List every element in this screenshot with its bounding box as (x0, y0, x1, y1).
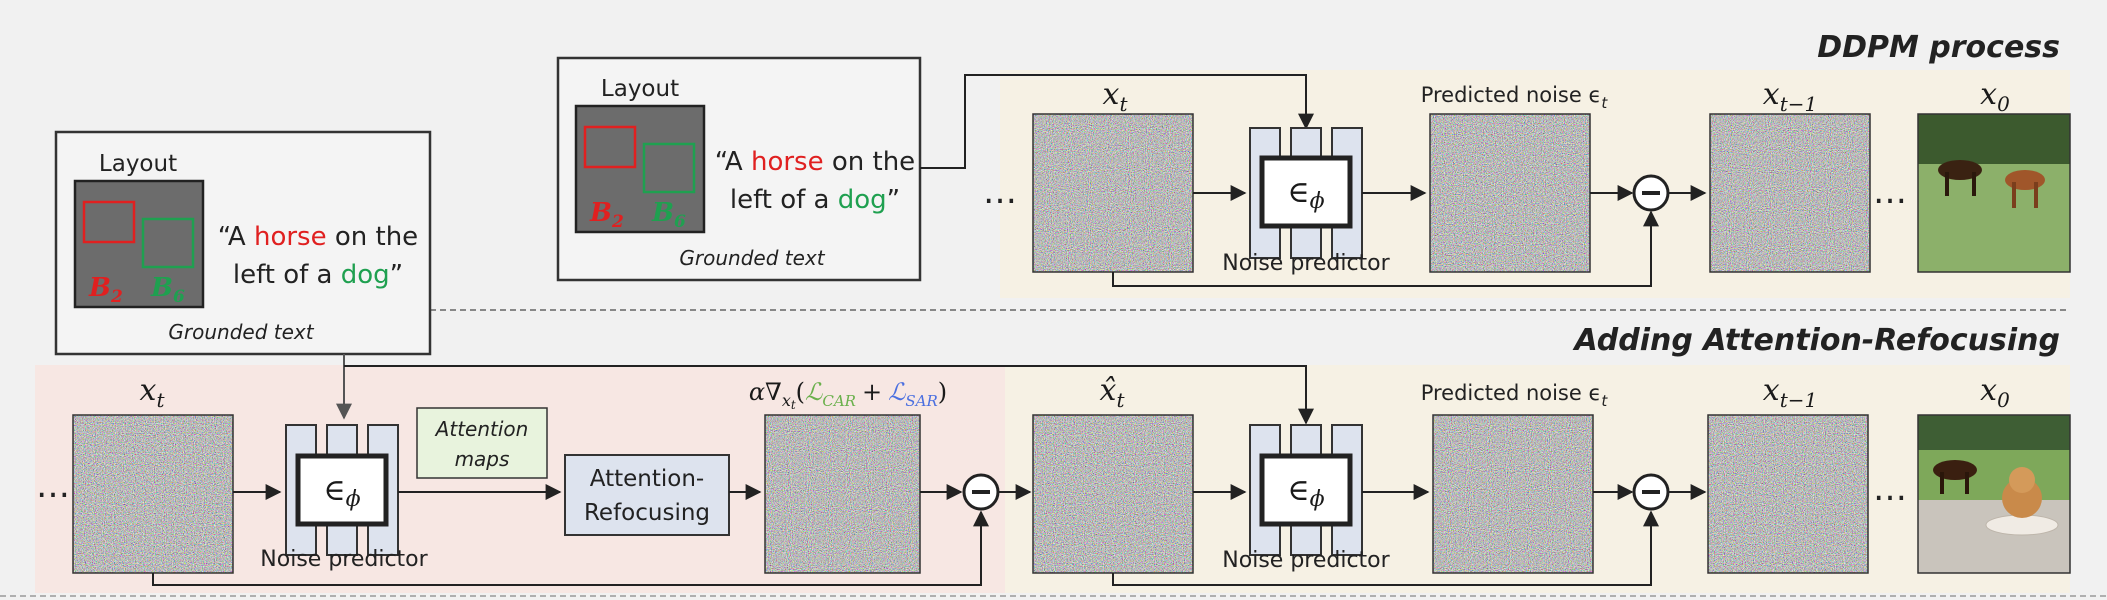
box-b2 (583, 125, 637, 169)
layout-label: Layout (99, 151, 177, 177)
dots-right-bottom: … (1873, 469, 1907, 509)
eps-phi-bottom-left: ∈ϕ (323, 473, 360, 512)
gradient-image (764, 414, 921, 574)
predicted-noise-image-top (1429, 113, 1591, 273)
text-condition-arrow-bottom-right (344, 365, 1314, 425)
b6-label: B6 (651, 198, 686, 232)
xhat-label: x̂t (1100, 373, 1126, 412)
attention-maps-box: Attention maps (416, 407, 548, 479)
unet-bottom-right: ∈ϕ (1249, 424, 1363, 556)
grounded-text-box-top: Layout B2 B6 “A horse on the left of a d… (556, 56, 922, 282)
b6-label: B6 (150, 273, 185, 307)
refocus-title: Adding Attention-Refocusing (1572, 323, 2060, 358)
text-condition-arrow-top (920, 74, 1314, 169)
x0-label-top: x0 (1980, 77, 2010, 116)
svg-text:Attention-: Attention- (590, 466, 704, 492)
xt1-image-bottom (1707, 414, 1869, 574)
subtract-node-bottom-left (962, 473, 1000, 511)
b2-label: B2 (589, 198, 624, 232)
grounded-text-box-bottom: Layout B2 B6 “A horse on the left of a d… (54, 130, 432, 356)
xt-image-top (1032, 113, 1194, 273)
eps-phi-top: ∈ϕ (1287, 175, 1324, 214)
x0-image-top (1917, 113, 2071, 273)
xt-label-top: xt (1103, 77, 1129, 116)
unet-bottom-left: ∈ϕ (285, 424, 399, 556)
xt1-image-top (1709, 113, 1871, 273)
predicted-noise-label-top: Predicted noise ϵt (1421, 83, 1609, 112)
svg-text:maps: maps (455, 447, 510, 471)
xt1-label-bottom: xt−1 (1763, 373, 1817, 412)
predicted-noise-image-bottom (1432, 414, 1594, 574)
prompt-line2: left of a dog” (233, 260, 403, 290)
dots-left-bottom: … (36, 466, 70, 506)
grounded-caption: Grounded text (679, 246, 825, 270)
prompt-line1: “A horse on the (715, 147, 915, 177)
prompt-line1: “A horse on the (218, 222, 418, 252)
ddpm-title: DDPM process (1817, 30, 2060, 65)
noise-predictor-label-top: Noise predictor (1222, 251, 1390, 276)
svg-text:Attention: Attention (434, 417, 529, 441)
noise-predictor-label-bottom-right: Noise predictor (1222, 548, 1390, 573)
subtract-node-top (1632, 174, 1670, 212)
eps-phi-bottom-right: ∈ϕ (1287, 473, 1324, 512)
prompt-line2: left of a dog” (730, 185, 900, 215)
svg-text:Refocusing: Refocusing (584, 500, 710, 526)
b2-label: B2 (88, 273, 123, 307)
subtract-node-bottom-right (1632, 473, 1670, 511)
skip-arrow-bottom-left (152, 510, 989, 586)
box-b2 (82, 200, 136, 244)
noise-predictor-label-bottom-left: Noise predictor (260, 547, 428, 572)
attention-refocusing-box: Attention- Refocusing (564, 454, 730, 536)
unet-top: ∈ϕ (1249, 127, 1363, 259)
layout-label: Layout (601, 76, 679, 102)
gradient-label: α∇xt(ℒCAR+ℒSAR) (749, 378, 947, 412)
xt1-label-top: xt−1 (1763, 77, 1817, 116)
xhat-image (1032, 414, 1194, 574)
skip-arrow-bottom-right (1112, 510, 1659, 586)
x0-image-bottom (1917, 414, 2071, 574)
predicted-noise-label-bottom: Predicted noise ϵt (1421, 381, 1609, 410)
xt-image-bottom (72, 414, 234, 574)
x0-label-bottom: x0 (1980, 373, 2010, 412)
box-b6 (642, 142, 696, 194)
grounded-caption: Grounded text (168, 320, 314, 344)
skip-arrow-top (1112, 210, 1659, 287)
dots-right-top: … (1873, 172, 1907, 212)
box-b6 (141, 217, 195, 269)
xt-label-bottom: xt (140, 373, 166, 412)
dots-left-top: … (983, 172, 1017, 212)
